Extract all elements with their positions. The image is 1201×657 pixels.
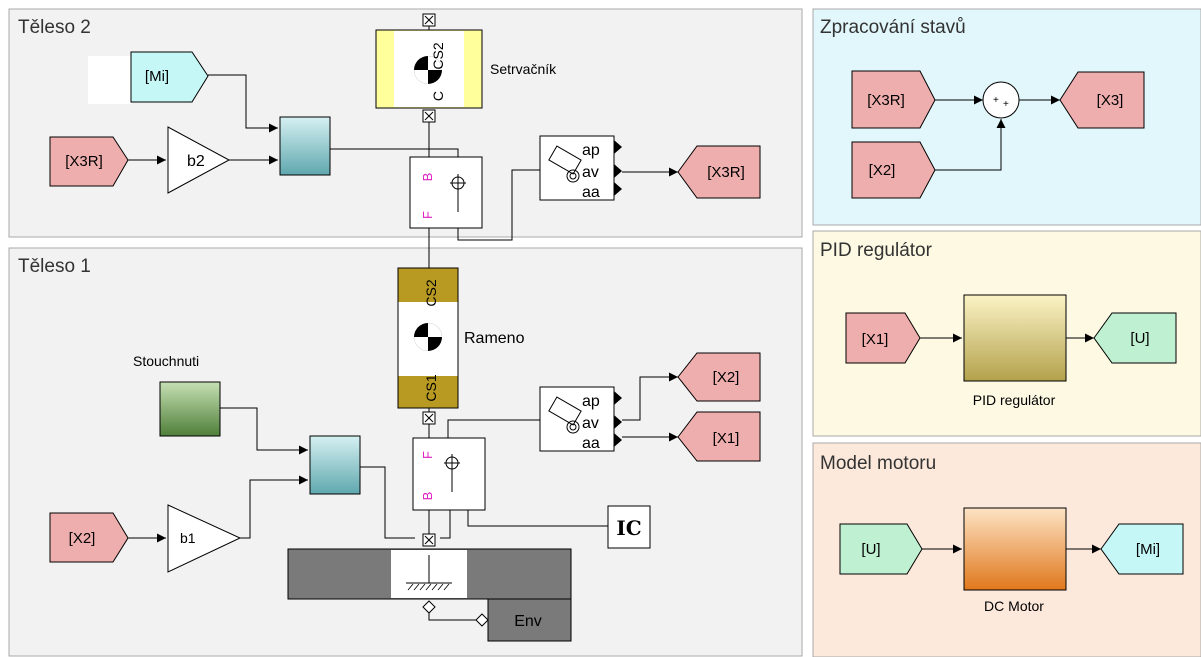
from-x2-left-label: [X2] xyxy=(69,530,96,547)
from-x3r-top-label: [X3R] xyxy=(65,153,103,170)
goto-x1-label: [X1] xyxy=(713,430,740,447)
goto-x2[interactable]: [X2] xyxy=(677,352,761,402)
joint-bottom-b: B xyxy=(420,492,435,501)
pid-regulator-label: PID regulátor xyxy=(973,392,1056,408)
joint-bottom-f: F xyxy=(420,451,435,459)
gain-b2-label: b2 xyxy=(187,153,205,170)
joint-sensor-top[interactable]: ap av aa xyxy=(539,135,622,201)
from-x1-pid[interactable]: [X1] xyxy=(845,312,921,364)
sensor-bottom-av: av xyxy=(582,415,599,432)
env-block[interactable]: Env xyxy=(475,598,572,642)
ground-block[interactable] xyxy=(287,548,572,614)
from-x3r-zs-label: [X3R] xyxy=(867,92,905,109)
subsystem-teleso1[interactable] xyxy=(309,435,361,495)
gain-b1-label: b1 xyxy=(180,530,196,546)
sum-block[interactable]: + + xyxy=(982,81,1020,119)
from-x3r-top[interactable]: [X3R] xyxy=(49,136,129,187)
goto-x2-label: [X2] xyxy=(713,369,740,386)
area-teleso2-title: Těleso 2 xyxy=(18,17,91,38)
gain-b1[interactable]: b1 xyxy=(167,504,242,573)
rameno-label: Rameno xyxy=(464,330,525,347)
sensor-bottom-aa: aa xyxy=(582,435,600,452)
goto-x3r-label: [X3R] xyxy=(707,164,745,181)
goto-u[interactable]: [U] xyxy=(1093,312,1177,364)
from-u[interactable]: [U] xyxy=(839,523,923,575)
goto-u-label: [U] xyxy=(1130,330,1149,347)
setrvacnik-block[interactable]: CS2 C xyxy=(375,29,483,109)
rameno-cs2: CS2 xyxy=(423,279,439,306)
revolute-joint-bottom[interactable]: F B xyxy=(412,437,486,511)
sensor-top-ap: ap xyxy=(582,142,600,159)
goto-mi-label: [Mi] xyxy=(1136,541,1160,558)
sensor-bottom-ap: ap xyxy=(582,393,600,410)
rameno-cs1: CS1 xyxy=(423,374,439,401)
goto-x3-label: [X3] xyxy=(1097,92,1124,109)
stouchnuti-label: Stouchnuti xyxy=(133,353,199,369)
from-x2-zs[interactable]: [X2] xyxy=(851,141,936,199)
gain-b2[interactable]: b2 xyxy=(167,126,231,194)
joint-top-b: B xyxy=(420,173,435,182)
from-x2-left[interactable]: [X2] xyxy=(49,512,129,563)
goto-x3[interactable]: [X3] xyxy=(1059,71,1145,129)
from-x1-pid-label: [X1] xyxy=(862,331,889,348)
rameno-block[interactable]: CS2 CS1 xyxy=(397,267,459,409)
goto-x3r[interactable]: [X3R] xyxy=(677,145,761,199)
sum-plus-1: + xyxy=(993,95,999,106)
pid-regulator-block[interactable] xyxy=(963,294,1067,382)
goto-mi[interactable]: [Mi] xyxy=(1100,523,1184,575)
setrvacnik-cs: C xyxy=(430,91,446,101)
setrvacnik-cs2: CS2 xyxy=(430,42,446,69)
from-mi[interactable]: [Mi] xyxy=(130,51,209,103)
port-connectors-bottom xyxy=(422,411,436,547)
from-u-label: [U] xyxy=(861,541,880,558)
port-connectors-top xyxy=(422,13,436,123)
from-x2-zs-label: [X2] xyxy=(869,162,896,179)
area-teleso1-title: Těleso 1 xyxy=(18,256,91,277)
joint-sensor-bottom[interactable]: ap av aa xyxy=(539,386,622,452)
dc-motor-label: DC Motor xyxy=(984,598,1044,614)
joint-top-f: F xyxy=(420,211,435,219)
stouchnuti-block[interactable] xyxy=(159,381,221,437)
setrvacnik-label: Setrvačník xyxy=(490,61,557,77)
sum-plus-2: + xyxy=(1003,99,1009,110)
dc-motor-block[interactable] xyxy=(963,507,1067,591)
area-zpracovani-title: Zpracování stavů xyxy=(820,17,966,38)
area-pid-title: PID regulátor xyxy=(820,240,933,261)
revolute-joint-top[interactable]: B F xyxy=(409,156,483,229)
ic-label: IC xyxy=(616,516,641,540)
from-mi-label: [Mi] xyxy=(145,68,169,85)
sensor-top-aa: aa xyxy=(582,184,600,201)
white-patch xyxy=(88,56,131,104)
subsystem-teleso2[interactable] xyxy=(279,116,331,176)
goto-x1[interactable]: [X1] xyxy=(677,411,761,462)
env-label: Env xyxy=(514,613,542,630)
from-x3r-zs[interactable]: [X3R] xyxy=(851,70,936,129)
ic-block[interactable]: IC xyxy=(607,505,651,549)
sensor-top-av: av xyxy=(582,164,599,181)
area-motor-title: Model motoru xyxy=(820,453,936,474)
